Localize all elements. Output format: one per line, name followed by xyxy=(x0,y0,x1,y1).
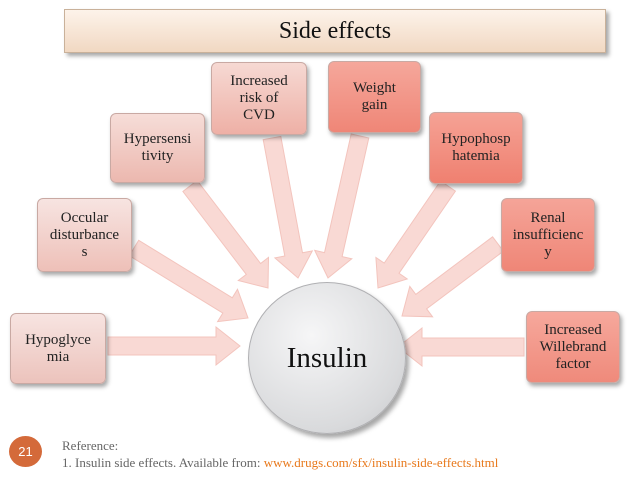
node-label-line: risk of xyxy=(239,90,279,106)
node-label-line: tivity xyxy=(141,148,174,164)
arrow-to-hub xyxy=(182,179,270,289)
arrow-to-hub xyxy=(262,135,314,279)
node-label-line: Weight xyxy=(353,80,396,96)
node-label-line: Increased xyxy=(230,73,288,89)
slide-title: Side effects xyxy=(64,9,606,53)
node-label-line: Hypoglyce xyxy=(25,331,91,348)
arrow-to-hub xyxy=(128,239,249,323)
arrow-to-hub xyxy=(313,133,370,279)
node-label-line: insufficienc xyxy=(512,226,584,243)
reference-item: 1. Insulin side effects. Available from:… xyxy=(62,454,498,471)
node-label-line: gain xyxy=(361,97,388,113)
node-label-line: Hypophosp xyxy=(441,131,511,147)
node-label-line: factor xyxy=(555,355,591,372)
node-label-line: Increased xyxy=(544,321,602,338)
hub-insulin: Insulin xyxy=(248,282,406,434)
node-label-line: CVD xyxy=(243,107,275,123)
node-label-line: Hypersensi xyxy=(123,131,192,147)
reference-heading: Reference: xyxy=(62,438,119,453)
reference-block: Reference: 1. Insulin side effects. Avai… xyxy=(62,437,498,471)
reference-item-text: 1. Insulin side effects. Available from: xyxy=(62,455,264,470)
node-label-line: Renal xyxy=(530,209,566,226)
arrow-to-hub xyxy=(375,180,457,289)
node-label-line: mia xyxy=(46,348,70,365)
arrow-to-hub xyxy=(401,236,505,318)
node-label-line: hatemia xyxy=(452,148,500,164)
arrow-to-hub xyxy=(397,326,525,368)
node-label-line: y xyxy=(544,243,552,260)
reference-link[interactable]: www.drugs.com/sfx/insulin-side-effects.h… xyxy=(263,455,499,470)
node-label-line: disturbance xyxy=(49,226,120,243)
node-label-line: Occular xyxy=(60,209,109,226)
slide-number-badge: 21 xyxy=(9,436,42,467)
node-label-line: Willebrand xyxy=(539,338,607,355)
arrow-to-hub xyxy=(107,325,241,367)
node-label-line: s xyxy=(81,243,88,260)
